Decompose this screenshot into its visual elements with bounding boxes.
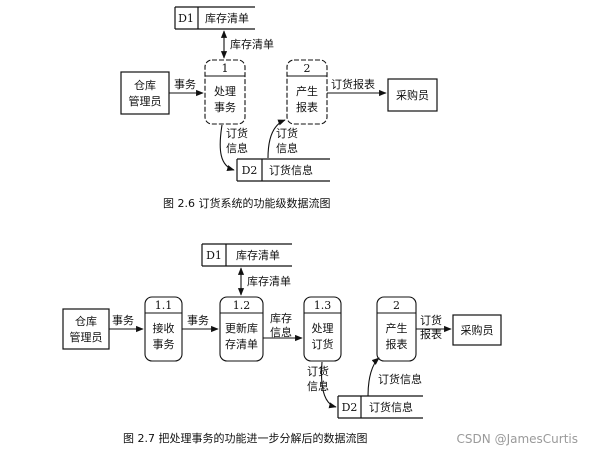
flow-label: 信息: [276, 141, 298, 155]
flow-label: 订货: [276, 126, 298, 140]
process-label: 处理: [214, 85, 236, 98]
data-store-d2: D2 订货信息: [337, 395, 423, 419]
flow-d2-p2: [367, 357, 380, 397]
entity-warehouse-manager: 仓库 管理员: [120, 71, 170, 115]
process-label: 事务: [153, 338, 175, 351]
store-id: D1: [178, 12, 194, 25]
process-label: 接收: [153, 321, 175, 335]
store-id: D1: [206, 249, 222, 262]
process-label: 产生: [296, 84, 318, 98]
store-name: 订货信息: [269, 163, 313, 177]
flow-label: 库存清单: [230, 37, 274, 51]
flow-d2-p2: [267, 119, 286, 159]
figure-2-7: D1 库存清单 库存清单 仓库 管理员 事务 1.1 接收 事务 事务 1.2: [62, 243, 502, 445]
flow-label: 报表: [420, 327, 442, 341]
entity-label: 采购员: [396, 88, 429, 102]
flow-label: 事务: [187, 314, 209, 327]
flow-label: 信息: [270, 325, 292, 339]
process-number: 2: [393, 299, 400, 312]
process-1-1: 1.1 接收 事务: [144, 296, 183, 362]
process-1-2: 1.2 更新库 存清单: [219, 296, 264, 362]
store-id: D2: [342, 401, 358, 414]
store-name: 库存清单: [205, 11, 249, 25]
entity-label: 仓库: [75, 314, 97, 328]
entity-warehouse-manager: 仓库 管理员: [62, 308, 110, 350]
process-label: 更新库: [225, 321, 258, 335]
entity-purchaser: 采购员: [452, 314, 502, 346]
process-2: 2 产生 报表: [376, 296, 417, 362]
watermark: CSDN @JamesCurtis: [457, 432, 578, 446]
figure-caption: 图 2.6 订货系统的功能级数据流图: [163, 196, 331, 210]
process-label: 订货: [312, 337, 334, 351]
process-number: 2: [304, 62, 311, 75]
flow-label: 订货: [307, 364, 329, 378]
entity-purchaser: 采购员: [387, 78, 438, 112]
flow-p1-d2: [219, 124, 235, 172]
flow-label: 事务: [174, 78, 196, 91]
entity-label: 管理员: [129, 94, 162, 108]
entity-label: 仓库: [134, 78, 156, 92]
process-label: 产生: [386, 321, 408, 335]
flow-label: 信息: [226, 141, 248, 155]
data-store-d1: D1 库存清单: [201, 243, 292, 267]
flow-label: 订货信息: [378, 372, 422, 386]
process-number: 1.3: [314, 299, 332, 312]
process-label: 处理: [312, 322, 334, 335]
entity-label: 管理员: [70, 330, 103, 344]
flow-p13-d2: [320, 361, 337, 409]
process-1-3: 1.3 处理 订货: [303, 296, 342, 362]
entity-label: 采购员: [461, 323, 494, 337]
process-label: 事务: [214, 101, 236, 114]
flow-label: 订货: [226, 126, 248, 140]
store-name: 订货信息: [369, 400, 413, 414]
process-1: 1 处理 事务: [204, 59, 246, 125]
store-name: 库存清单: [236, 248, 280, 262]
flow-label: 订货: [420, 313, 442, 327]
figure-2-6: D1 库存清单 库存清单 仓库 管理员 事务 1 处理 事务 2 产生: [120, 6, 438, 210]
process-label: 存清单: [225, 337, 258, 351]
process-2: 2 产生 报表: [286, 59, 328, 125]
process-number: 1.1: [155, 299, 173, 312]
process-number: 1: [222, 62, 229, 75]
flow-label: 库存: [270, 311, 292, 325]
flow-label: 订货报表: [331, 77, 375, 91]
figure-caption: 图 2.7 把处理事务的功能进一步分解后的数据流图: [123, 431, 368, 445]
flow-label: 库存清单: [247, 274, 291, 288]
process-number: 1.2: [233, 299, 251, 312]
data-store-d2: D2 订货信息: [236, 158, 330, 182]
flow-label: 信息: [307, 379, 329, 393]
process-label: 报表: [386, 337, 408, 351]
process-label: 报表: [296, 100, 318, 114]
data-store-d1: D1 库存清单: [174, 6, 255, 30]
store-id: D2: [242, 164, 258, 177]
flow-label: 事务: [112, 314, 134, 327]
